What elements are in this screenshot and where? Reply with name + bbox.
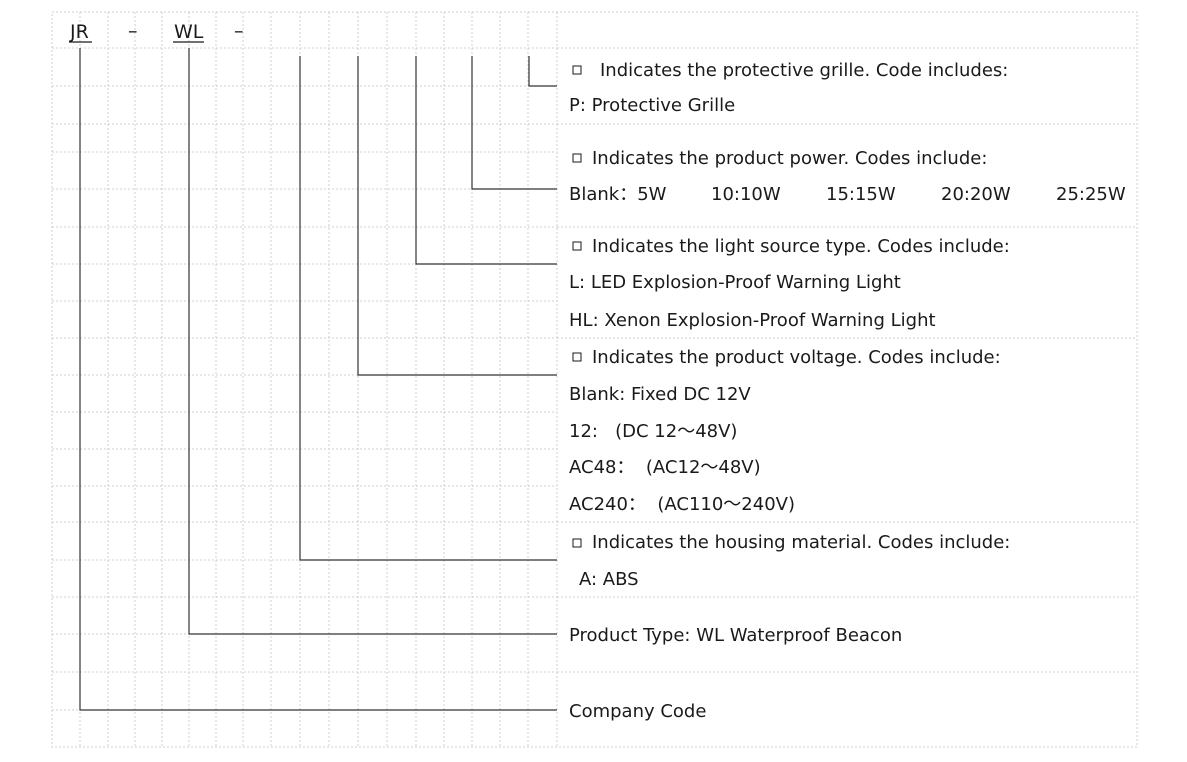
power-option-20: 20:20W (941, 184, 1011, 205)
grille-title: Indicates the protective grille. Code in… (600, 60, 1008, 81)
checkbox-housing (572, 538, 582, 548)
code-part-company: JR (69, 21, 89, 43)
power-option-25: 25:25W (1056, 184, 1126, 205)
grille-option-p: P: Protective Grille (569, 95, 735, 116)
checkbox-grille (572, 65, 582, 75)
company-code-label: Company Code (569, 701, 706, 722)
code-separator-1: – (128, 20, 138, 42)
checkbox-power (572, 153, 582, 163)
power-option-15: 15:15W (826, 184, 896, 205)
power-title: Indicates the product power. Codes inclu… (592, 148, 987, 169)
model-code-header: JR – WL – (69, 20, 244, 43)
voltage-title: Indicates the product voltage. Codes inc… (592, 347, 1001, 368)
light-source-option-l: L: LED Explosion-Proof Warning Light (569, 272, 901, 293)
housing-title: Indicates the housing material. Codes in… (592, 532, 1010, 553)
leader-light-source (415, 56, 557, 265)
voltage-option-12: 12: (DC 12～48V) (569, 421, 737, 442)
housing-option-a: A: ABS (579, 569, 639, 590)
voltage-option-ac240: AC240： (AC110～240V) (569, 494, 795, 515)
power-option-blank: Blank：5W (569, 184, 667, 205)
product-type-label: Product Type: WL Waterproof Beacon (569, 625, 902, 646)
power-option-10: 10:10W (711, 184, 781, 205)
leader-grille (528, 56, 557, 87)
code-part-type: WL (174, 21, 204, 43)
voltage-option-ac48: AC48： (AC12～48V) (569, 457, 761, 478)
light-source-option-hl: HL: Xenon Explosion-Proof Warning Light (569, 310, 936, 331)
leader-product-type (188, 48, 557, 635)
diagram-border (51, 11, 1138, 748)
light-source-title: Indicates the light source type. Codes i… (592, 236, 1010, 257)
checkbox-light-source (572, 241, 582, 251)
checkbox-voltage (572, 352, 582, 362)
voltage-option-blank: Blank: Fixed DC 12V (569, 384, 751, 405)
leader-voltage (357, 56, 557, 376)
leader-housing (299, 56, 557, 561)
descriptions: Indicates the protective grille. Code in… (569, 60, 1126, 722)
leader-company-code (79, 48, 557, 711)
leader-power (471, 56, 557, 190)
code-separator-2: – (234, 20, 244, 42)
leader-lines (79, 48, 557, 711)
